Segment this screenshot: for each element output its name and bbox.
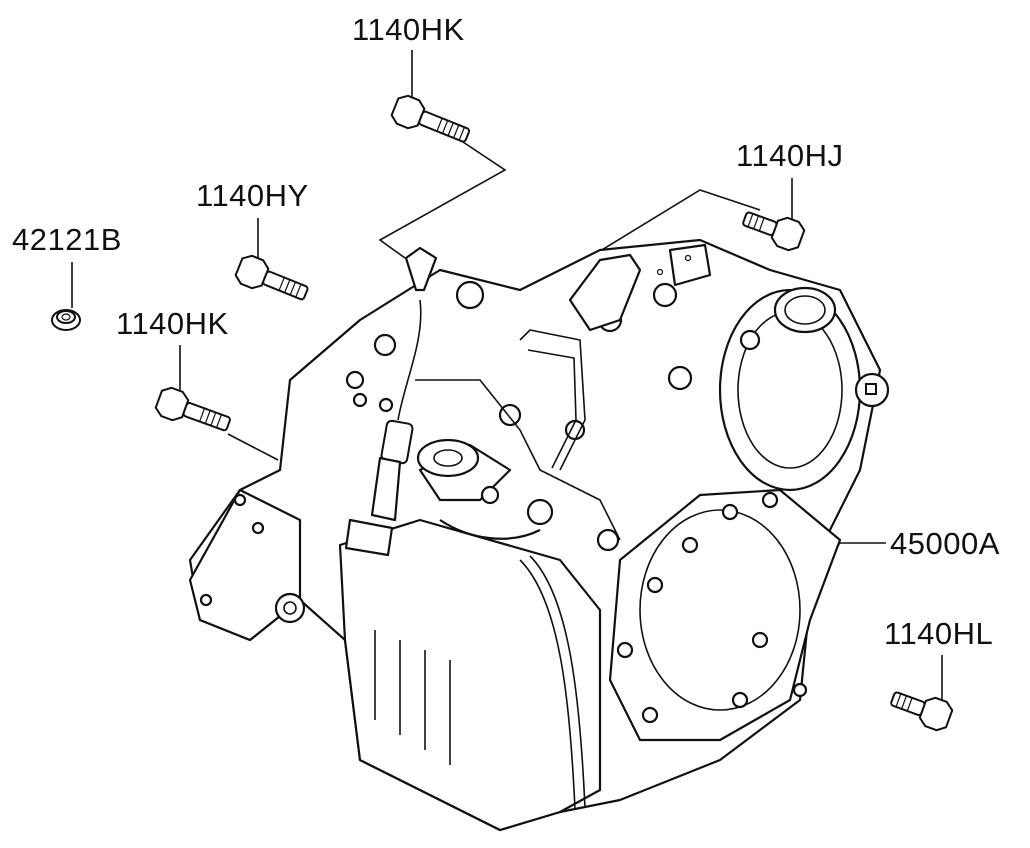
- transaxle-assembly: [188, 238, 890, 832]
- label-1140hj: 1140HJ: [736, 138, 844, 173]
- label-1140hk-top: 1140HK: [352, 12, 465, 47]
- label-1140hk-left: 1140HK: [116, 306, 229, 341]
- bolt-1140hk-left: [154, 386, 231, 432]
- bolt-1140hj: [742, 211, 806, 252]
- label-1140hl: 1140HL: [884, 616, 994, 651]
- bolt-1140hl: [890, 691, 954, 732]
- bolt-1140hk-top: [390, 94, 471, 143]
- bolt-1140hy: [234, 254, 309, 301]
- label-45000a: 45000A: [890, 526, 1000, 561]
- label-42121b: 42121B: [12, 222, 122, 257]
- nut-42121b: [51, 309, 81, 331]
- label-1140hy: 1140HY: [196, 178, 309, 213]
